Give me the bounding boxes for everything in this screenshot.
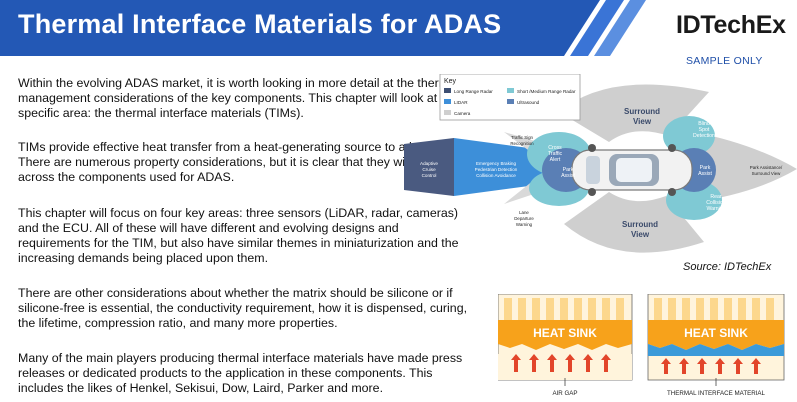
paragraph-intro: Within the evolving ADAS market, it is w… [18,76,462,120]
svg-text:Lane: Lane [519,210,529,215]
svg-text:Alert: Alert [550,157,561,163]
svg-text:Adaptive: Adaptive [420,161,438,166]
svg-text:Departure: Departure [514,216,534,221]
header-banner [0,0,646,56]
key-swatch-ultrasound [507,99,514,104]
adas-sensor-diagram: Key Long Range Radar Short /Medium Range… [404,74,797,253]
key-swatch-short-range [507,88,514,93]
svg-text:Rear: Rear [710,194,722,200]
tim-layer [648,344,784,356]
key-swatch-camera [444,110,451,115]
svg-text:Assist: Assist [698,171,712,177]
idtechex-logo: IDTechEx [676,11,786,39]
svg-text:View: View [631,230,650,239]
key-item-label: Short /Medium Range Radar [517,89,576,94]
key-item-label: Long Range Radar [454,89,493,94]
heat-sink-tim-diagram: HEAT SINK THERMAL INTERFACE MATERIAL [647,294,785,397]
svg-text:Park: Park [700,165,711,171]
key-item-label: Camera [454,111,471,116]
svg-text:Collision Avoidance: Collision Avoidance [476,173,516,178]
svg-text:Spot: Spot [699,127,710,133]
air-gap-caption: AIR GAP [552,390,577,397]
svg-text:Cruise: Cruise [422,167,436,172]
svg-text:View: View [633,117,652,126]
svg-text:Collision: Collision [706,200,726,206]
heat-arrows-left [511,354,611,372]
svg-text:Control: Control [422,173,437,178]
paragraph-tims: TIMs provide effective heat transfer fro… [18,140,472,184]
svg-text:Surround View: Surround View [752,171,782,176]
zone-rear-collision [666,180,722,220]
page-title: Thermal Interface Materials for ADAS [18,9,502,39]
svg-text:Surround: Surround [622,220,658,229]
key-swatch-lidar [444,99,451,104]
svg-text:Cross: Cross [548,145,562,151]
svg-text:Emergency Braking: Emergency Braking [476,161,517,166]
svg-text:Traffic: Traffic [548,151,563,157]
key-swatch-long-range [444,88,451,93]
paragraph-players: Many of the main players producing therm… [18,351,463,395]
sample-only-label: SAMPLE ONLY [686,55,763,67]
svg-text:Pedestrian Detection: Pedestrian Detection [475,167,518,172]
svg-text:Blind: Blind [698,121,710,127]
tim-caption: THERMAL INTERFACE MATERIAL [667,390,766,397]
paragraph-considerations: There are other considerations about whe… [18,286,468,330]
zone-adaptive-cruise [404,138,454,196]
heat-sink-comparison: HEAT SINK AIR GAP HEAT SINK [498,294,785,397]
key-item-label: LIDAR [454,100,468,105]
svg-text:Park Assistance/: Park Assistance/ [750,165,783,170]
key-title: Key [444,78,457,85]
zone-blind-spot [663,116,715,156]
heat-sink-label-right: HEAT SINK [684,326,748,340]
car-icon [571,144,693,196]
svg-text:Surround: Surround [624,107,660,116]
svg-text:Assist: Assist [561,173,575,179]
svg-text:Park: Park [563,167,574,173]
zone-park-assist-surround [694,132,797,202]
svg-text:Warning: Warning [706,206,725,212]
source-caption: Source: IDTechEx [683,261,772,273]
svg-text:Traffic Sign: Traffic Sign [511,135,534,140]
heat-arrows-right [661,358,761,374]
paragraph-focus-areas: This chapter will focus on four key area… [18,206,459,265]
heat-sink-air-gap-diagram: HEAT SINK AIR GAP [498,294,633,397]
svg-text:Detection: Detection [693,133,715,139]
svg-text:Warning: Warning [516,222,533,227]
diagram-key [439,74,581,121]
heat-sink-label-left: HEAT SINK [533,326,597,340]
svg-text:Recognition: Recognition [510,141,534,146]
zone-emergency-braking [454,138,544,196]
key-item-label: Ultrasound [517,100,540,105]
